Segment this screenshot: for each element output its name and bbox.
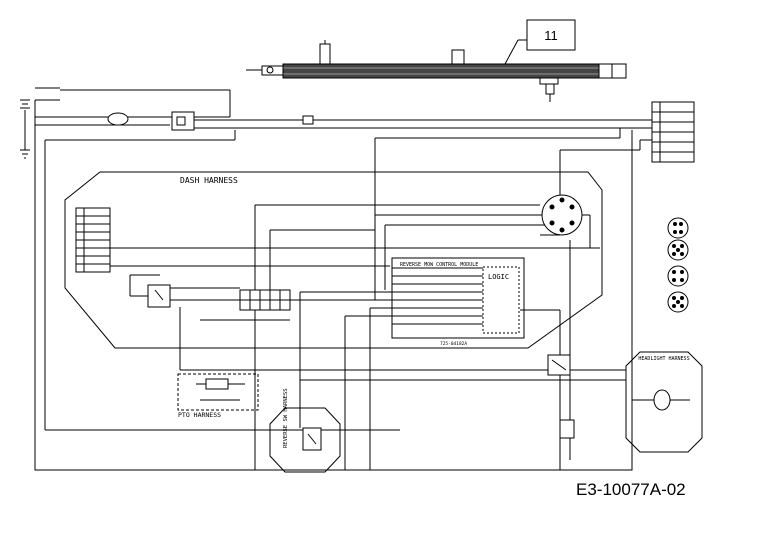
pto-switch [147,284,171,308]
connector-view-2 [667,239,689,261]
logic-label: LOGIC [488,273,509,281]
module-pins [392,267,483,325]
dash-harness-outline [64,171,603,349]
battery-symbol [20,99,30,109]
solenoid-symbol [171,111,195,131]
fuse-symbol [107,112,129,126]
ground-symbol [20,149,30,159]
connector-view-3 [667,265,689,287]
relay-lower-1 [547,354,571,376]
relay-lower-2 [559,419,575,439]
reverse-switch [302,427,322,451]
module-title: REVERSE MOW CONTROL MODULE [400,262,478,268]
logic-box [482,266,520,334]
pto-harness-box [177,373,259,411]
harness-bar [246,40,627,102]
engine-connector [651,101,695,163]
connector-view-4 [667,291,689,313]
headlight-harness-label: HEADLIGHT HARNESS [638,356,689,362]
connector-view-1 [667,217,689,239]
dash-harness-label: DASH HARNESS [180,176,238,185]
ignition-switch [541,194,583,236]
headlight-lamp [632,389,690,411]
callout-number: 11 [544,28,558,43]
callout-box [526,19,576,51]
relay-cluster [239,289,291,311]
reverse-sw-harness-outline [269,407,341,473]
pto-clutch [196,378,245,390]
drawing-number: E3-10077A-02 [576,480,686,499]
reverse-sw-harness-label: REVERSE SW HARNESS [283,388,289,448]
headlight-harness-outline [625,351,703,453]
module-part-number: 725-04182A [440,341,467,347]
dash-connector [75,207,111,273]
pto-harness-label: PTO HARNESS [178,411,221,419]
